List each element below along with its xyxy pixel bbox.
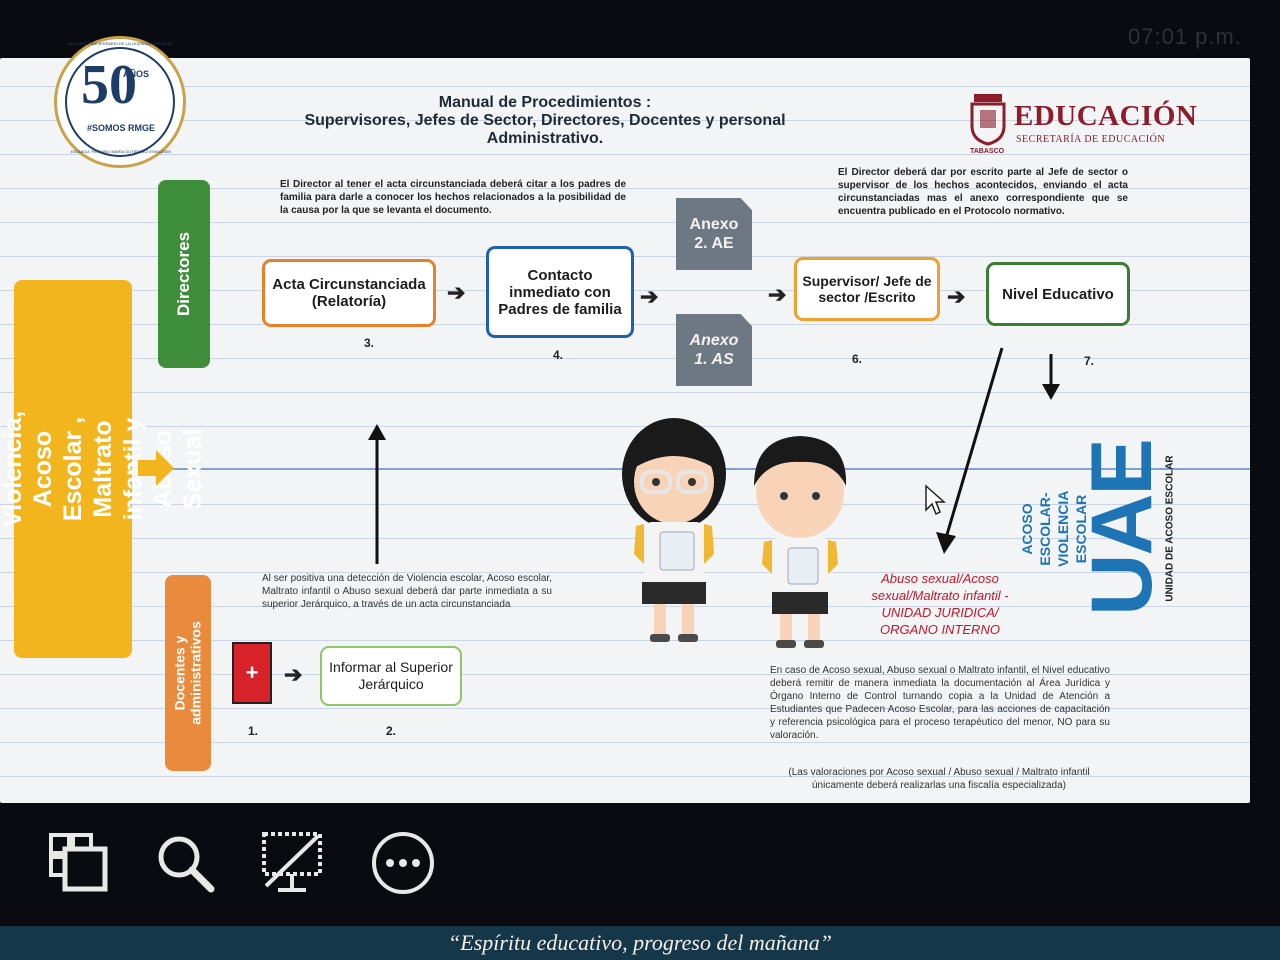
up-arrow-icon xyxy=(368,424,386,564)
logo-ring-top: CINCUENTA ANIVERSARIO DE LA LICENCIATURA… xyxy=(67,41,173,46)
note-director-report: El Director deberá dar por escrito parte… xyxy=(838,167,1128,217)
arrow-right-icon: ➔ xyxy=(284,662,303,687)
step-number-7: 7. xyxy=(1084,354,1095,368)
abuso-label: Abuso sexual/Acoso sexual/Maltrato infan… xyxy=(871,571,1009,637)
anexo-as-doc: Anexo 1. AS xyxy=(676,314,752,386)
protocol-tab: Protocolo de Violencia, Acoso Escolar , … xyxy=(0,280,207,658)
note-valoraciones: (Las valoraciones por Acoso sexual / Abu… xyxy=(788,767,1090,791)
note-deteccion: Al ser positiva una detección de Violenc… xyxy=(262,573,552,610)
step-informar-box: Informar al Superior Jerárquico xyxy=(320,646,462,706)
coat-of-arms-icon xyxy=(970,94,1006,146)
uae-sub: UNIDAD DE ACOSO ESCOLAR xyxy=(1164,454,1176,602)
step-number-4: 4. xyxy=(553,348,564,362)
anniversary-logo: 50 AÑOS #SOMOS RMGE CINCUENTA ANIVERSARI… xyxy=(54,36,186,168)
arrow-right-icon: ➔ xyxy=(947,284,966,309)
more-icon[interactable] xyxy=(368,828,438,898)
secretaria-text: SECRETARÍA DE EDUCACIÓN xyxy=(1016,134,1166,145)
note-director-cite: El Director al tener el acta circunstanc… xyxy=(280,179,626,216)
document-screen: Manual de Procedimientos : Supervisores,… xyxy=(0,58,1250,803)
step-acta-box: Acta Circunstanciada (Relatoría) xyxy=(262,259,436,327)
directores-tab: Directores xyxy=(158,180,210,368)
step-number-3: 3. xyxy=(364,336,375,350)
protocol-tab-label: Protocolo de Violencia, Acoso Escolar , … xyxy=(0,410,207,528)
logo-anos: AÑOS xyxy=(123,69,150,79)
children-illustration xyxy=(622,418,847,648)
logo-ring-bottom: ESCUELA "ROSARIO MARÍA GUTIÉRREZ ESKILDS… xyxy=(71,149,171,154)
search-icon[interactable] xyxy=(150,828,220,898)
docentes-tab-label: Docentes y administrativos xyxy=(172,621,204,725)
tabasco-text: TABASCO xyxy=(970,148,1005,155)
logo-hashtag: #SOMOS RMGE xyxy=(86,123,155,133)
windows-icon[interactable] xyxy=(44,828,114,898)
docentes-tab: Docentes y administrativos xyxy=(165,575,211,771)
document-title: Manual de Procedimientos : Supervisores,… xyxy=(304,94,786,147)
step-number-6: 6. xyxy=(852,352,863,366)
step-number-1: 1. xyxy=(248,724,259,738)
slideshow-icon[interactable] xyxy=(258,828,328,898)
down-arrow-icon xyxy=(1042,354,1060,400)
step-contacto-box: Contacto inmediato con Padres de familia xyxy=(486,246,634,338)
step-supervisor-box: Supervisor/ Jefe de sector /Escrito xyxy=(794,257,940,321)
logo-number: 50 xyxy=(81,54,137,116)
note-acoso: En caso de Acoso sexual, Abuso sexual o … xyxy=(770,665,1110,741)
anexo-ae-doc: Anexo 2. AE xyxy=(676,198,752,270)
directores-tab-label: Directores xyxy=(174,231,194,317)
uae-logo: UAE xyxy=(1074,440,1171,616)
step-number-2: 2. xyxy=(386,724,397,738)
arrow-right-icon: ➔ xyxy=(768,282,787,307)
footer-motto: “Espíritu educativo, progreso del mañana… xyxy=(0,926,1280,960)
diagonal-arrow-icon xyxy=(936,347,1004,554)
mouse-cursor-icon xyxy=(925,484,946,516)
arrow-right-icon: ➔ xyxy=(447,280,466,305)
arrow-right-icon: ➔ xyxy=(640,284,659,309)
status-time: 07:01 p.m. xyxy=(1128,24,1242,49)
right-arrow-icon xyxy=(138,450,174,486)
step-nivel-box: Nivel Educativo xyxy=(986,262,1130,326)
educacion-word: EDUCACIÓN xyxy=(1014,100,1198,132)
first-aid-icon: + xyxy=(232,642,272,704)
